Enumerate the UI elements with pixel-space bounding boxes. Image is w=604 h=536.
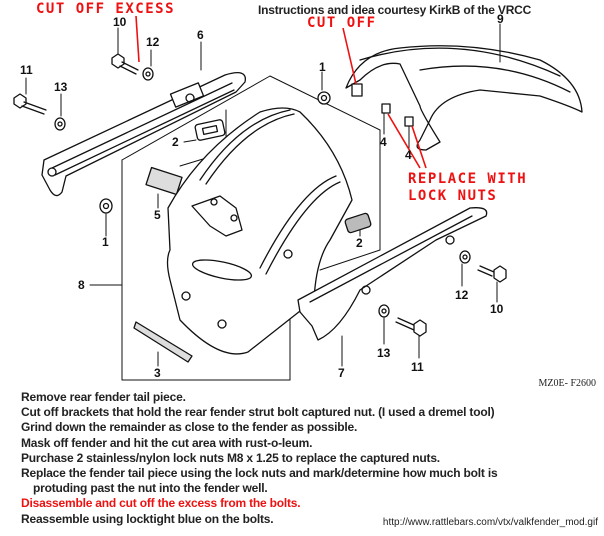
part-4-nut-b — [404, 116, 414, 149]
leader-cut-off-excess — [135, 15, 140, 63]
callout-1-left: 1 — [102, 235, 109, 249]
callout-13-right: 13 — [377, 346, 391, 360]
callout-1-right: 1 — [319, 60, 326, 74]
part-12-washer-top — [142, 49, 154, 81]
part-6-tail-strut-left — [41, 72, 246, 197]
callout-11-right: 11 — [411, 360, 424, 374]
callout-9: 9 — [497, 12, 504, 26]
callout-12-top: 12 — [146, 35, 160, 49]
instruction-step-continuation: protuding past the nut into the fender w… — [33, 481, 268, 496]
annotation-cut-off: CUT OFF — [307, 15, 377, 31]
annotation-cut-off-excess: CUT OFF EXCESS — [36, 1, 176, 17]
diagram-code: MZ0E- F2600 — [538, 378, 597, 389]
instruction-step: Purchase 2 stainless/nylon lock nuts M8 … — [21, 450, 440, 465]
callout-4-a: 4 — [380, 135, 387, 149]
callout-2-upper: 2 — [172, 135, 179, 149]
instruction-step: Grind down the remainder as close to the… — [21, 420, 358, 435]
part-1-nut-right — [317, 71, 331, 105]
callout-10-top: 10 — [113, 15, 127, 29]
part-11-bolt-right — [395, 317, 427, 359]
callout-2-lower: 2 — [356, 236, 363, 250]
instructions-list: Remove rear fender tail piece. Cut off b… — [21, 390, 498, 527]
instruction-step: Mask off fender and hit the cut area wit… — [21, 435, 313, 450]
part-5-reflector — [145, 166, 183, 209]
callout-6: 6 — [197, 28, 204, 42]
instruction-step: Replace the fender tail piece using the … — [21, 466, 498, 481]
callout-11-left: 11 — [20, 63, 33, 77]
leader-replace-b — [411, 125, 427, 169]
callout-13-left: 13 — [54, 80, 68, 94]
part-13-washer-right — [378, 304, 390, 345]
part-11-bolt-left — [13, 77, 47, 115]
part-3-strip — [133, 321, 193, 367]
instruction-step: Reassemble using locktight blue on the b… — [21, 511, 274, 526]
part-2-rubber-lower — [344, 212, 372, 237]
annotation-leaders — [135, 15, 427, 169]
instruction-step-highlighted: Disassemble and cut off the excess from … — [21, 496, 301, 511]
callout-5: 5 — [154, 208, 161, 222]
part-7-tail-strut-right — [297, 207, 488, 367]
callout-3: 3 — [154, 366, 161, 380]
annotation-replace-line2: LOCK NUTS — [408, 188, 498, 204]
instruction-step: Cut off brackets that hold the rear fend… — [21, 405, 495, 420]
part-12-washer-right — [459, 250, 471, 287]
source-url: http://www.rattlebars.com/vtx/valkfender… — [382, 517, 598, 528]
callout-12-right: 12 — [455, 288, 469, 302]
callout-4-b: 4 — [405, 148, 412, 162]
leader-replace-a — [387, 113, 421, 169]
part-10-bolt-right — [477, 265, 507, 303]
part-4-nut-a — [381, 103, 391, 135]
callout-7: 7 — [338, 366, 345, 380]
callout-8: 8 — [78, 278, 85, 292]
part-10-bolt-top — [111, 27, 139, 75]
credit-text: Instructions and idea courtesy KirkB of … — [258, 3, 532, 17]
part-9-fender-section — [345, 23, 583, 151]
part-8-rear-fender — [166, 107, 353, 355]
part-2-rubber-upper — [183, 119, 226, 143]
annotation-replace-line1: REPLACE WITH — [408, 171, 528, 187]
part-1-nut-left — [99, 198, 113, 237]
instruction-step: Remove rear fender tail piece. — [21, 390, 186, 404]
part-13-washer-left — [54, 93, 66, 131]
callout-10-right: 10 — [490, 302, 504, 316]
leader-cut-off — [342, 27, 357, 85]
